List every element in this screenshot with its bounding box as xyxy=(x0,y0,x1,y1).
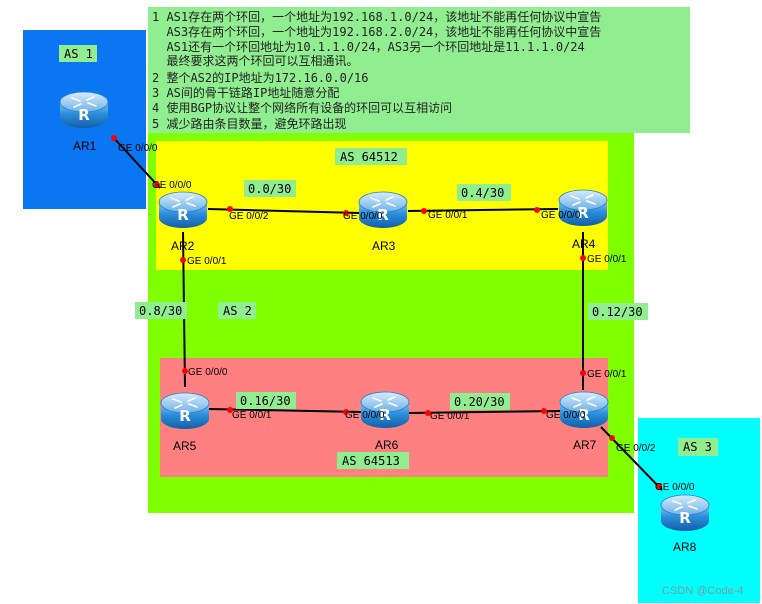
router-ar3[interactable] xyxy=(358,191,408,229)
port-dot xyxy=(580,255,586,261)
subnet-label-bg xyxy=(236,392,296,409)
subnet-label-ar2-ar5: 0.8/30 xyxy=(139,304,182,318)
router-name-ar3: AR3 xyxy=(372,239,396,253)
as64513-label-bg xyxy=(337,452,409,469)
subnet-label-ar4-ar7: 0.12/30 xyxy=(592,305,643,319)
router-ar2[interactable] xyxy=(158,191,208,229)
router-name-ar4: AR4 xyxy=(572,237,596,251)
link-ar2-ar3 xyxy=(207,208,361,214)
if-label-ar8-g000: GE 0/0/0 xyxy=(655,482,695,493)
router-name-ar8: AR8 xyxy=(673,540,697,554)
router-icon xyxy=(160,392,210,430)
subnet-label-ar3-ar4: 0.4/30 xyxy=(461,186,504,200)
router-icon xyxy=(358,191,408,229)
link-ar3-ar4 xyxy=(407,208,559,212)
port-dot xyxy=(541,408,547,414)
if-label-ar1-g000: GE 0/0/0 xyxy=(118,143,158,154)
if-label-ar5-g000: GE 0/0/0 xyxy=(188,367,228,378)
note-line: 最终要求这两个环回可以互相通讯。 xyxy=(152,53,358,68)
port-dot xyxy=(154,182,160,188)
if-label-ar5-g001: GE 0/0/1 xyxy=(232,410,272,421)
subnet-label-ar5-ar6: 0.16/30 xyxy=(240,394,291,408)
if-label-ar4-g000: GE 0/0/0 xyxy=(541,210,581,221)
if-label-ar3-g001: GE 0/0/1 xyxy=(428,210,468,221)
link-ar5-ar6 xyxy=(207,408,363,413)
port-dot xyxy=(180,257,186,263)
port-dot xyxy=(609,435,615,441)
router-icon xyxy=(59,91,109,129)
port-dot xyxy=(421,208,427,214)
link-ar6-ar7 xyxy=(407,410,561,414)
subnet-label-ar6-ar7: 0.20/30 xyxy=(454,395,505,409)
router-icon xyxy=(660,494,710,532)
note-line: 2 整个AS2的IP地址为172.16.0.0/16 xyxy=(152,70,369,85)
port-dot xyxy=(343,210,349,216)
if-label-ar7-g001: GE 0/0/1 xyxy=(587,369,627,380)
port-dot xyxy=(182,368,188,374)
if-label-ar6-g000: GE 0/0/0 xyxy=(345,410,385,421)
as3-label-bg xyxy=(678,438,718,456)
if-label-ar6-g001: GE 0/0/1 xyxy=(430,411,470,422)
port-dot xyxy=(534,207,540,213)
router-name-ar1: AR1 xyxy=(73,139,97,153)
router-ar8[interactable] xyxy=(660,494,710,532)
note-line: AS3存在两个环回，一个地址为192.168.2.0/24，该地址不能再任何协议… xyxy=(152,24,601,39)
as1-label-bg xyxy=(59,45,97,62)
if-label-ar2-g000: GE 0/0/0 xyxy=(152,180,192,191)
as2-label-bg xyxy=(218,302,256,319)
as64512-label-bg xyxy=(335,148,407,165)
if-label-ar2-g002: GE 0/0/2 xyxy=(229,211,269,222)
if-label-ar3-g000: GE 0/0/0 xyxy=(343,211,383,222)
note-line: 3 AS间的骨干链路IP地址随意分配 xyxy=(152,85,339,100)
router-name-ar6: AR6 xyxy=(375,438,399,452)
as3-label: AS 3 xyxy=(683,440,712,454)
router-ar5[interactable] xyxy=(160,392,210,430)
requirements-box xyxy=(148,7,690,133)
subnet-label-bg xyxy=(457,184,511,201)
port-dot xyxy=(227,206,233,212)
note-line: AS1还有一个环回地址为10.1.1.0/24，AS3另一个环回地址是11.1.… xyxy=(152,40,585,54)
port-dot xyxy=(656,483,662,489)
port-dot xyxy=(425,410,431,416)
as2-label: AS 2 xyxy=(223,304,252,318)
port-dots xyxy=(111,135,662,489)
as64513-label: AS 64513 xyxy=(342,454,400,468)
router-name-ar7: AR7 xyxy=(573,438,597,452)
note-line: 1 AS1存在两个环回，一个地址为192.168.1.0/24，该地址不能再任何… xyxy=(152,9,601,24)
if-label-ar7-g002: GE 0/0/2 xyxy=(616,443,656,454)
as64512-label: AS 64512 xyxy=(340,150,398,164)
port-dot xyxy=(580,370,586,376)
if-label-ar2-g001: GE 0/0/1 xyxy=(187,256,227,267)
subnet-label-bg xyxy=(135,302,187,319)
subnet-label-bg xyxy=(450,393,510,410)
link-ar1-ar2 xyxy=(111,135,161,189)
subnet-label-bg xyxy=(244,180,296,197)
note-line: 5 减少路由条目数量，避免环路出现 xyxy=(152,116,346,131)
note-line: 4 使用BGP协议让整个网络所有设备的环回可以互相访问 xyxy=(152,100,452,115)
port-dot xyxy=(227,407,233,413)
watermark: CSDN @Code-4 xyxy=(662,585,743,597)
as1-label: AS 1 xyxy=(64,47,93,61)
requirements-text: 1 AS1存在两个环回，一个地址为192.168.1.0/24，该地址不能再任何… xyxy=(152,9,601,131)
port-dot xyxy=(111,135,117,141)
if-label-ar4-g001: GE 0/0/1 xyxy=(587,254,627,265)
router-name-ar5: AR5 xyxy=(173,439,197,453)
subnet-label-bg xyxy=(588,303,648,320)
router-icon xyxy=(158,191,208,229)
router-name-ar2: AR2 xyxy=(171,239,195,253)
if-label-ar7-g000: GE 0/0/0 xyxy=(546,410,586,421)
port-dot xyxy=(343,409,349,415)
router-ar1[interactable] xyxy=(59,91,109,129)
subnet-label-ar2-ar3: 0.0/30 xyxy=(248,182,291,196)
